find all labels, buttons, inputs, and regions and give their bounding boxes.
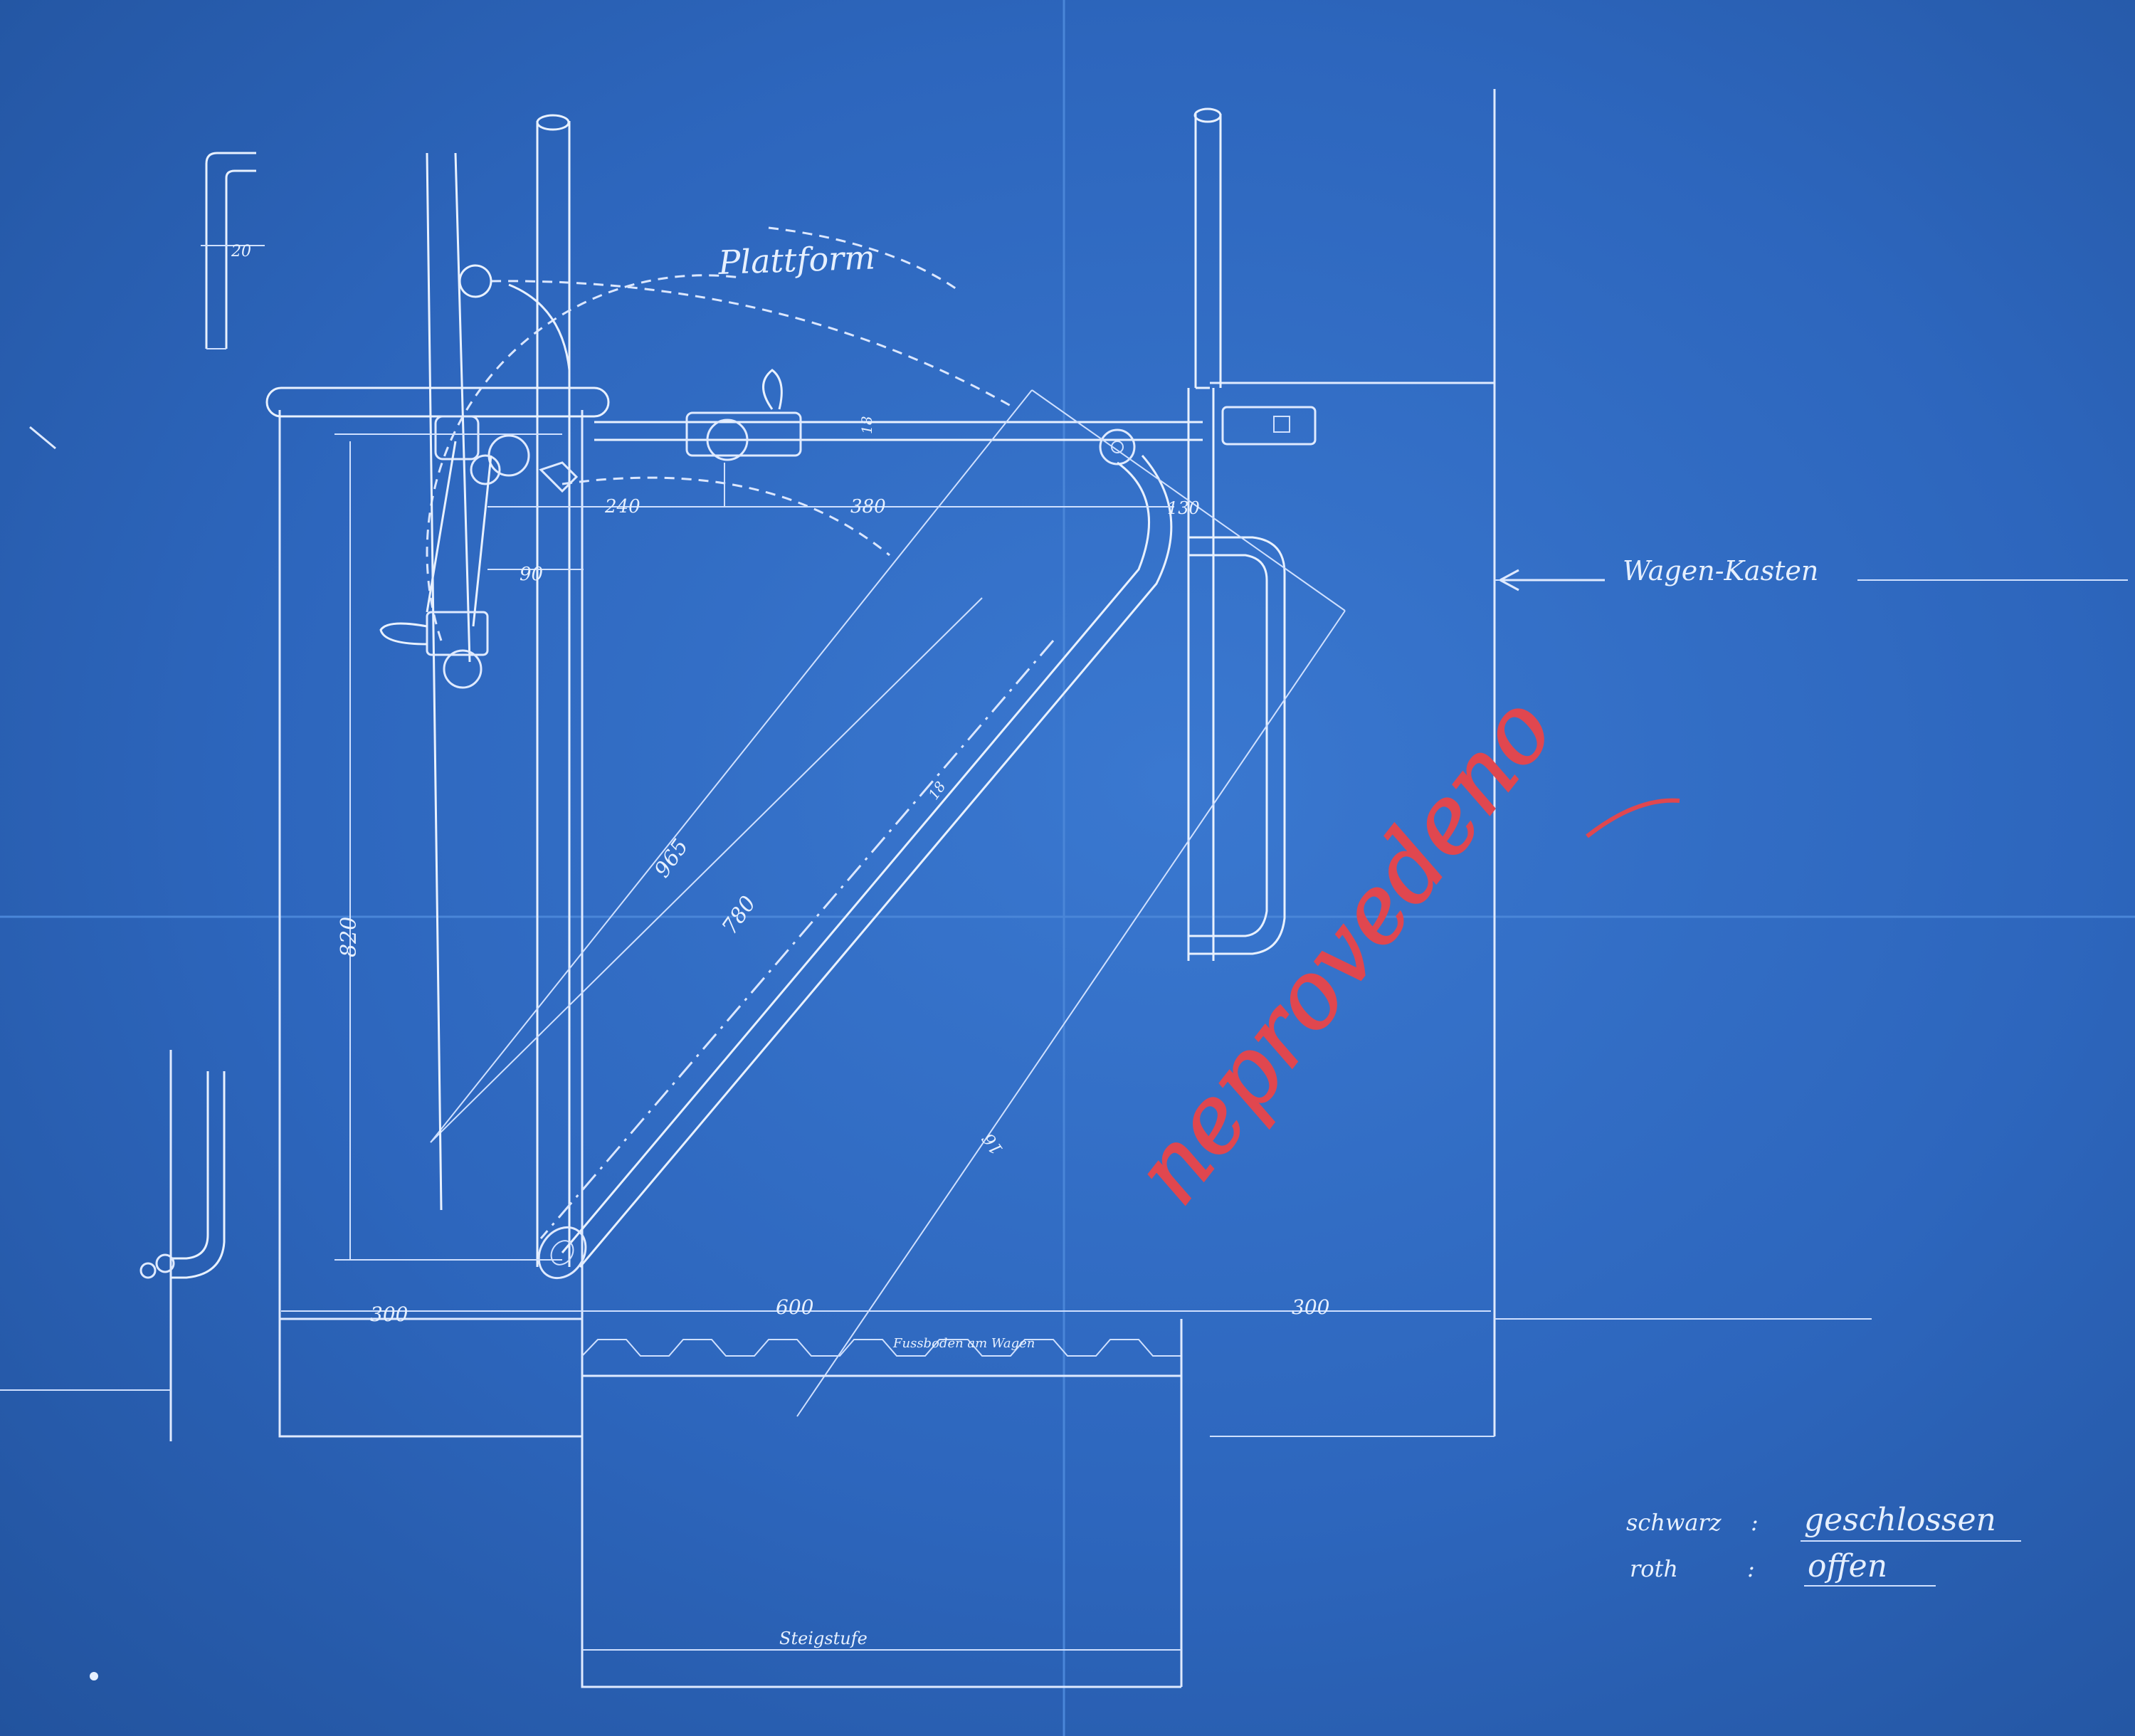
red-annotation-underline	[1586, 798, 1680, 838]
legend-value-geschlossen: geschlossen	[1804, 1502, 1996, 1538]
dim-240: 240	[604, 496, 640, 517]
margin-dot	[90, 1672, 98, 1680]
dimension-lines	[281, 433, 1491, 1312]
right-post	[1187, 107, 1222, 961]
dim-380: 380	[850, 496, 886, 517]
dim-780: 780	[717, 892, 761, 940]
margin-mark	[29, 426, 56, 450]
label-steigstufe: Steigstufe	[779, 1629, 868, 1648]
dim-300-left: 300	[370, 1303, 408, 1326]
folding-bar	[537, 455, 1173, 1280]
platform-outline	[278, 410, 584, 1438]
step	[581, 1436, 1181, 1688]
grab-handle	[1188, 536, 1286, 955]
red-annotation: neprovedeno	[1114, 676, 1574, 1224]
detail-handle-top	[201, 152, 265, 349]
dim-16: 16	[978, 1130, 1006, 1159]
dim-20: 20	[231, 243, 251, 261]
car-body	[1210, 89, 2128, 1437]
legend-value-offen: offen	[1808, 1548, 1887, 1584]
dim-90: 90	[520, 564, 543, 585]
legend: schwarz : geschlossen roth : offen	[1626, 1502, 2021, 1587]
dim-300-right: 300	[1292, 1295, 1329, 1319]
legend-key-schwarz: schwarz	[1626, 1509, 1722, 1536]
bar-centerline	[539, 640, 1055, 1239]
label-fussboden: Fussboden am Wagen	[892, 1336, 1035, 1351]
floor-grating	[581, 1319, 1183, 1687]
diagonal-dimensions	[430, 389, 1346, 1417]
dim-600: 600	[776, 1295, 813, 1319]
dim-18-top: 18	[858, 416, 875, 434]
label-wagen-kasten: Wagen-Kasten	[1623, 555, 1818, 586]
dim-820: 820	[337, 917, 362, 957]
wagen-kasten-arrow	[1499, 569, 1605, 591]
center-latch	[685, 369, 802, 461]
legend-key-roth: roth	[1630, 1555, 1678, 1582]
left-post	[536, 114, 571, 1267]
detail-bracket-left	[0, 1050, 226, 1441]
label-plattform: Plattform	[717, 238, 875, 282]
lock-block	[1099, 406, 1317, 465]
legend-sep-1: :	[1751, 1509, 1759, 1536]
dim-965: 965	[650, 835, 694, 883]
legend-sep-2: :	[1747, 1555, 1755, 1582]
left-mechanism	[379, 152, 579, 1211]
dim-130: 130	[1167, 498, 1200, 518]
swing-arcs	[426, 226, 1011, 641]
